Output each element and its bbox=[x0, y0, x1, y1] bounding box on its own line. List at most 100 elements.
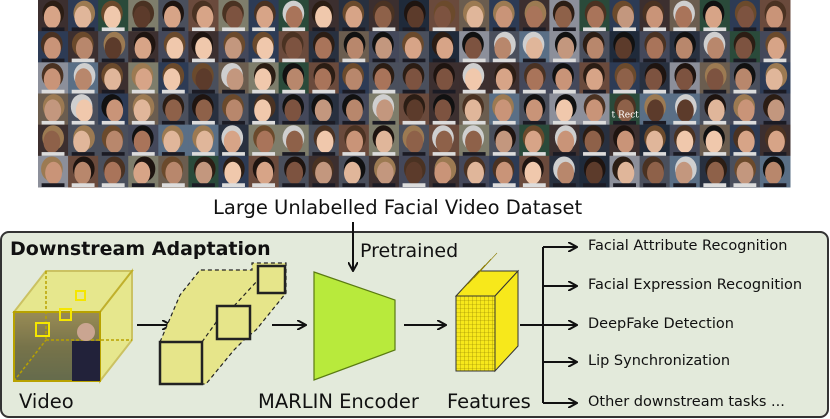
face-thumbnail-icon bbox=[128, 62, 159, 94]
face-thumbnail-icon bbox=[218, 31, 250, 63]
face-thumbnail-icon bbox=[398, 93, 430, 126]
face-thumbnail-icon bbox=[699, 93, 731, 126]
face-thumbnail-icon bbox=[669, 155, 701, 188]
face-thumbnail-icon bbox=[759, 155, 791, 188]
face-thumbnail-icon bbox=[489, 93, 520, 126]
face-thumbnail-icon bbox=[639, 62, 671, 94]
face-thumbnail-icon bbox=[639, 31, 671, 63]
thumbnail-caption: t Rect bbox=[612, 111, 640, 121]
face-thumbnail-icon bbox=[398, 124, 430, 157]
face-thumbnail-icon bbox=[158, 124, 189, 157]
encoder-shape bbox=[313, 271, 396, 381]
face-thumbnail-icon bbox=[368, 31, 400, 63]
face-thumbnail-icon bbox=[368, 62, 400, 94]
face-thumbnail-icon bbox=[128, 93, 159, 126]
face-thumbnail-icon bbox=[248, 124, 280, 157]
face-thumbnail-icon bbox=[308, 0, 340, 32]
face-thumbnail-icon bbox=[158, 31, 189, 63]
face-thumbnail-icon bbox=[519, 0, 550, 32]
face-thumbnail-icon bbox=[338, 0, 370, 32]
face-thumbnail-icon bbox=[669, 0, 701, 32]
face-thumbnail-icon bbox=[98, 0, 129, 32]
face-thumbnail-icon bbox=[188, 124, 219, 157]
face-thumbnail-icon bbox=[338, 93, 370, 126]
face-thumbnail-icon bbox=[729, 0, 761, 32]
face-thumbnail-icon bbox=[519, 62, 550, 94]
face-thumbnail-icon bbox=[549, 62, 580, 94]
face-thumbnail-icon bbox=[579, 93, 611, 126]
face-thumbnail-icon bbox=[308, 62, 340, 94]
face-thumbnail-icon bbox=[759, 124, 791, 157]
face-thumbnail-icon bbox=[579, 155, 611, 188]
face-thumbnail-icon bbox=[398, 62, 430, 94]
task-deepfake: DeepFake Detection bbox=[588, 316, 734, 332]
face-thumbnail-icon bbox=[429, 31, 460, 63]
face-thumbnail-icon bbox=[368, 124, 400, 157]
encoder-label: MARLIN Encoder bbox=[258, 390, 419, 413]
face-thumbnail-icon bbox=[579, 124, 611, 157]
face-thumbnail-icon bbox=[68, 155, 99, 188]
face-thumbnail-icon bbox=[278, 124, 310, 157]
face-thumbnail-icon bbox=[98, 62, 129, 94]
face-thumbnail-icon bbox=[609, 155, 641, 188]
face-thumbnail-icon bbox=[38, 31, 69, 63]
face-thumbnail-icon bbox=[188, 155, 219, 188]
face-thumbnail-icon bbox=[519, 31, 550, 63]
face-thumbnail-icon bbox=[459, 124, 490, 157]
face-thumbnail-icon bbox=[489, 62, 520, 94]
face-thumbnail-icon bbox=[609, 93, 641, 126]
face-thumbnail-icon bbox=[338, 62, 370, 94]
face-thumbnail-icon bbox=[639, 124, 671, 157]
patch-tube bbox=[158, 262, 287, 386]
face-thumbnail-icon bbox=[278, 0, 310, 32]
face-thumbnail-icon bbox=[669, 62, 701, 94]
face-thumbnail-icon bbox=[429, 124, 460, 157]
face-thumbnail-icon bbox=[549, 93, 580, 126]
feature-block bbox=[454, 252, 520, 373]
face-thumbnail-icon bbox=[38, 93, 69, 126]
features-label: Features bbox=[447, 390, 531, 413]
face-thumbnail-icon bbox=[549, 0, 580, 32]
face-thumbnail-icon bbox=[188, 93, 219, 126]
face-thumbnail-icon bbox=[68, 124, 99, 157]
face-thumbnail-icon bbox=[128, 0, 159, 32]
face-thumbnail-icon bbox=[549, 124, 580, 157]
face-thumbnail-icon bbox=[759, 93, 791, 126]
face-thumbnail-icon bbox=[338, 31, 370, 63]
face-thumbnail-icon bbox=[278, 31, 310, 63]
face-thumbnail-icon bbox=[218, 124, 250, 157]
face-thumbnail-icon bbox=[398, 0, 430, 32]
face-thumbnail-icon bbox=[609, 124, 641, 157]
face-thumbnail-icon bbox=[278, 155, 310, 188]
face-thumbnail-icon bbox=[459, 62, 490, 94]
face-thumbnail-icon bbox=[759, 31, 791, 63]
dataset-caption: Large Unlabelled Facial Video Dataset bbox=[213, 196, 583, 219]
face-thumbnail-icon bbox=[188, 0, 219, 32]
face-thumbnail-icon bbox=[248, 155, 280, 188]
face-thumbnail-icon bbox=[639, 155, 671, 188]
face-thumbnail-icon bbox=[459, 0, 490, 32]
face-thumbnail-icon bbox=[459, 155, 490, 188]
face-thumbnail-icon bbox=[519, 155, 550, 188]
face-thumbnail-icon bbox=[218, 155, 250, 188]
face-thumbnail-icon bbox=[338, 155, 370, 188]
face-thumbnail-icon bbox=[489, 124, 520, 157]
face-thumbnail-icon bbox=[669, 93, 701, 126]
face-thumbnail-icon bbox=[158, 155, 189, 188]
face-thumbnail-icon bbox=[68, 62, 99, 94]
task-facial-expression: Facial Expression Recognition bbox=[588, 277, 803, 293]
face-thumbnail-icon bbox=[308, 31, 340, 63]
face-thumbnail-icon bbox=[579, 62, 611, 94]
face-thumbnail-icon bbox=[519, 124, 550, 157]
face-thumbnail-icon bbox=[38, 124, 69, 157]
face-thumbnail-icon bbox=[729, 124, 761, 157]
face-thumbnail-icon bbox=[308, 124, 340, 157]
face-thumbnail-icon bbox=[368, 0, 400, 32]
face-thumbnail-icon bbox=[68, 93, 99, 126]
face-thumbnail-icon bbox=[68, 0, 99, 32]
face-thumbnail-icon bbox=[579, 31, 611, 63]
face-thumbnail-icon bbox=[579, 0, 611, 32]
face-thumbnail-icon bbox=[98, 124, 129, 157]
face-thumbnail-icon bbox=[669, 31, 701, 63]
face-thumbnail-icon bbox=[459, 93, 490, 126]
